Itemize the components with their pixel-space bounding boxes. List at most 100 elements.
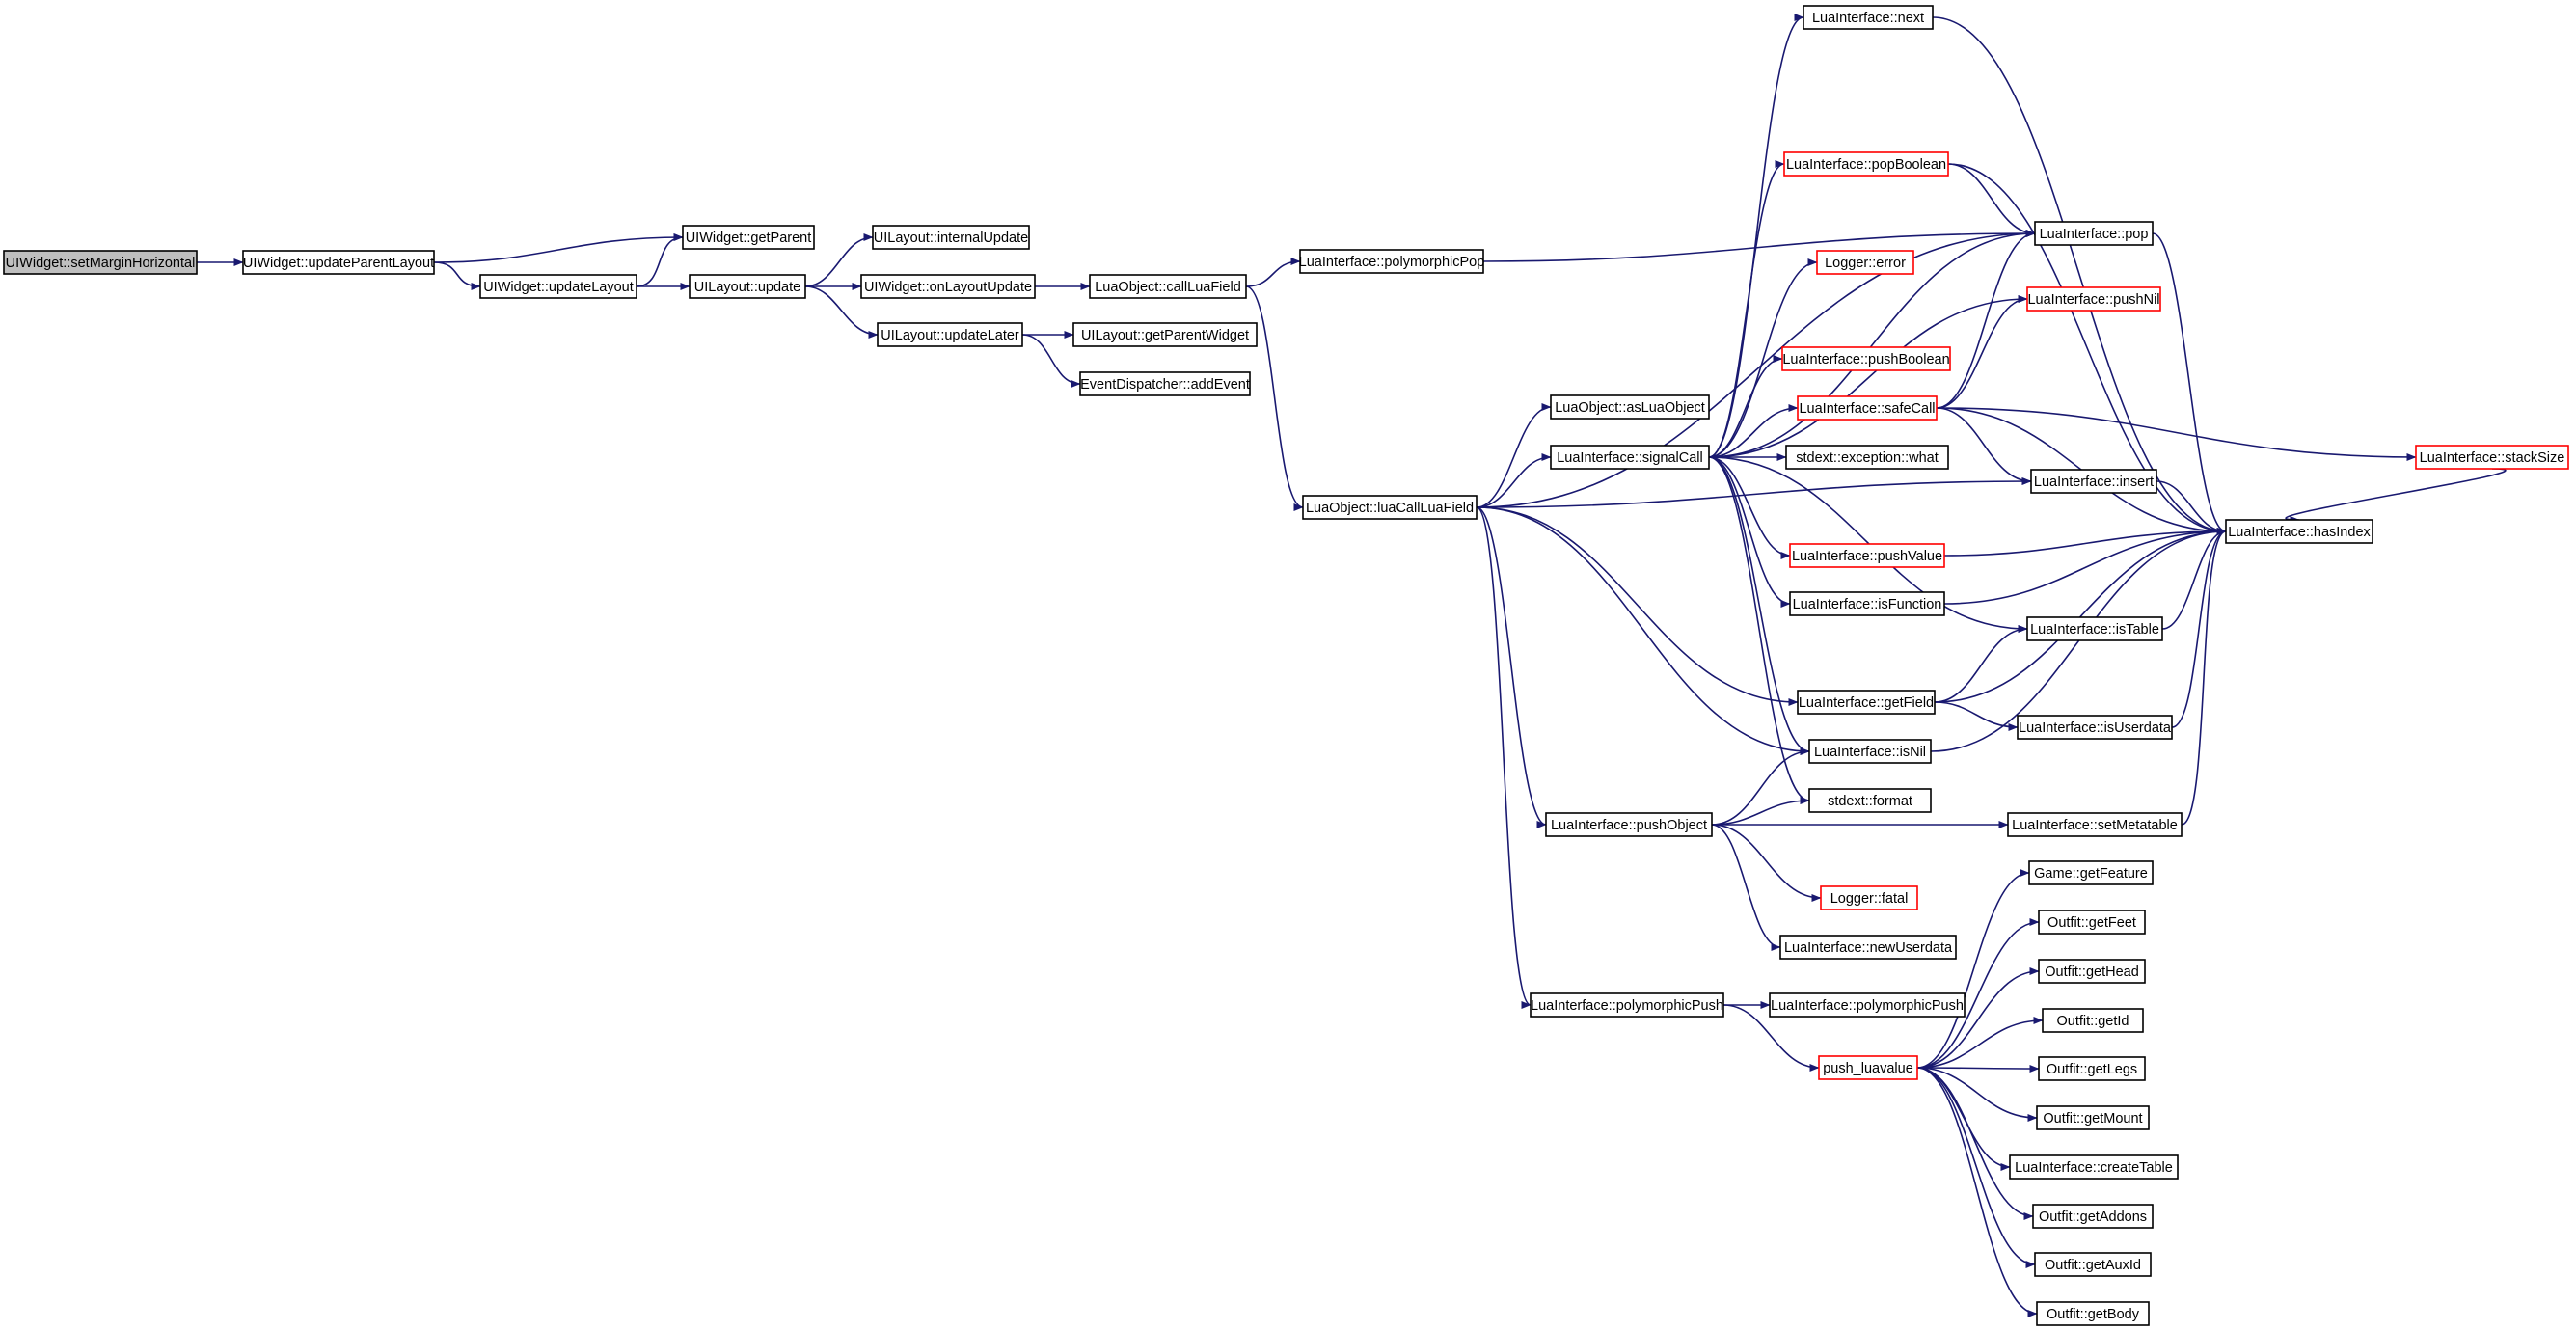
function-node[interactable]: LuaInterface::pushValue bbox=[1789, 543, 1945, 568]
function-node[interactable]: LuaInterface::stackSize bbox=[2415, 445, 2569, 470]
function-node[interactable]: LuaInterface::pushObject bbox=[1545, 812, 1713, 837]
call-edge bbox=[1476, 506, 1532, 1009]
node-label: UILayout::updateLater bbox=[881, 328, 1019, 343]
function-node[interactable]: Logger::error bbox=[1816, 250, 1914, 275]
function-node[interactable]: UIWidget::getParent bbox=[682, 225, 815, 250]
function-node[interactable]: Outfit::getMount bbox=[2036, 1105, 2150, 1130]
node-label: UIWidget::updateParentLayout bbox=[243, 256, 434, 271]
function-node[interactable]: LuaInterface::pushBoolean bbox=[1781, 346, 1951, 371]
call-edge bbox=[1943, 528, 2227, 605]
call-edge bbox=[2152, 232, 2227, 535]
function-node[interactable]: LuaInterface::polymorphicPop bbox=[1299, 249, 1485, 274]
node-label: LuaInterface::isFunction bbox=[1793, 597, 1942, 612]
function-node[interactable]: UILayout::internalUpdate bbox=[872, 225, 1030, 250]
function-node[interactable]: LuaInterface::insert bbox=[2030, 469, 2157, 494]
node-box bbox=[1783, 151, 1949, 177]
function-node[interactable]: LuaInterface::signalCall bbox=[1550, 445, 1710, 470]
call-edge bbox=[1916, 1067, 2036, 1268]
function-node[interactable]: Outfit::getAuxId bbox=[2034, 1252, 2152, 1277]
function-node[interactable]: LuaInterface::isTable bbox=[2026, 616, 2163, 641]
function-node[interactable]: EventDispatcher::addEvent bbox=[1079, 371, 1251, 396]
function-node[interactable]: UILayout::getParentWidget bbox=[1072, 322, 1258, 347]
function-node[interactable]: Outfit::getFeet bbox=[2038, 910, 2146, 935]
node-label: LuaInterface::next bbox=[1812, 11, 1924, 26]
function-node[interactable]: Outfit::getHead bbox=[2038, 959, 2146, 984]
function-node[interactable]: Outfit::getBody bbox=[2036, 1301, 2150, 1326]
node-box bbox=[1808, 739, 1932, 764]
node-label: LuaInterface::isNil bbox=[1814, 745, 1926, 760]
call-edge bbox=[1708, 404, 1799, 458]
node-label: UILayout::getParentWidget bbox=[1081, 328, 1249, 343]
function-node[interactable]: LuaInterface::safeCall bbox=[1797, 395, 1938, 421]
function-node[interactable]: LuaInterface::getField bbox=[1797, 690, 1936, 715]
node-label: LuaInterface::insert bbox=[2034, 475, 2154, 490]
function-node[interactable]: LuaObject::asLuaObject bbox=[1550, 394, 1710, 420]
call-edge bbox=[1482, 230, 2036, 262]
function-node[interactable]: LuaInterface::polymorphicPush bbox=[1530, 992, 1724, 1018]
function-node[interactable]: LuaObject::callLuaField bbox=[1089, 274, 1247, 299]
node-label: Outfit::getLegs bbox=[2047, 1062, 2137, 1077]
node-label: LuaInterface::createTable bbox=[2015, 1160, 2173, 1176]
node-box bbox=[1550, 445, 1710, 470]
node-label: LuaInterface::getField bbox=[1799, 695, 1934, 711]
function-node[interactable]: UIWidget::setMarginHorizontal bbox=[3, 250, 198, 275]
node-box bbox=[1789, 591, 1945, 616]
function-node[interactable]: push_luavalue bbox=[1818, 1055, 1918, 1080]
function-node[interactable]: UIWidget::onLayoutUpdate bbox=[860, 274, 1036, 299]
call-edge bbox=[1943, 528, 2227, 557]
function-node[interactable]: UILayout::updateLater bbox=[877, 322, 1023, 347]
node-box bbox=[1072, 322, 1258, 347]
node-box bbox=[479, 274, 637, 299]
call-edge bbox=[2285, 468, 2507, 524]
function-node[interactable]: UIWidget::updateLayout bbox=[479, 274, 637, 299]
function-node[interactable]: Outfit::getAddons bbox=[2032, 1204, 2154, 1229]
function-node[interactable]: LuaInterface::pushNil bbox=[2026, 286, 2161, 312]
node-label: LuaInterface::pushValue bbox=[1792, 549, 1942, 564]
function-node[interactable]: LuaInterface::hasIndex bbox=[2225, 519, 2373, 544]
node-label: UIWidget::setMarginHorizontal bbox=[6, 256, 196, 271]
node-label: Outfit::getBody bbox=[2047, 1307, 2140, 1322]
node-box bbox=[1299, 249, 1484, 274]
function-node[interactable]: LuaObject::luaCallLuaField bbox=[1302, 495, 1478, 520]
call-edge bbox=[1947, 163, 2227, 535]
node-box bbox=[1545, 812, 1713, 837]
function-node[interactable]: stdext::format bbox=[1808, 788, 1932, 813]
function-node[interactable]: Outfit::getLegs bbox=[2038, 1056, 2146, 1081]
node-box bbox=[2415, 445, 2569, 470]
call-edge bbox=[1916, 1017, 2044, 1069]
function-node[interactable]: LuaInterface::pop bbox=[2034, 221, 2154, 246]
node-label: push_luavalue bbox=[1823, 1061, 1913, 1076]
function-node[interactable]: LuaInterface::createTable bbox=[2009, 1154, 2179, 1180]
call-edge bbox=[1936, 407, 2417, 461]
function-node[interactable]: UILayout::update bbox=[689, 274, 806, 299]
function-node[interactable]: LuaInterface::next bbox=[1803, 5, 1934, 30]
function-node[interactable]: Logger::fatal bbox=[1820, 885, 1918, 910]
function-node[interactable]: LuaInterface::isFunction bbox=[1789, 591, 1945, 616]
function-node[interactable]: stdext::exception::what bbox=[1785, 445, 1949, 470]
node-label: LuaInterface::pushObject bbox=[1551, 818, 1707, 833]
node-box bbox=[1779, 935, 1957, 960]
function-node[interactable]: LuaInterface::popBoolean bbox=[1783, 151, 1949, 177]
function-node[interactable]: LuaInterface::newUserdata bbox=[1779, 935, 1957, 960]
node-box bbox=[1302, 495, 1478, 520]
call-edge bbox=[1708, 230, 2036, 458]
function-node[interactable]: LuaInterface::setMetatable bbox=[2007, 812, 2183, 837]
function-node[interactable]: LuaInterface::isUserdata bbox=[2017, 715, 2173, 740]
node-box bbox=[2009, 1154, 2179, 1180]
function-node[interactable]: UIWidget::updateParentLayout bbox=[242, 250, 435, 275]
function-node[interactable]: Game::getFeature bbox=[2028, 860, 2154, 885]
function-node[interactable]: LuaInterface::polymorphicPush bbox=[1769, 992, 1966, 1018]
node-box bbox=[242, 250, 435, 275]
node-box bbox=[2042, 1008, 2144, 1033]
call-edge bbox=[1476, 506, 1547, 828]
call-edge bbox=[1245, 285, 1304, 511]
function-node[interactable]: LuaInterface::isNil bbox=[1808, 739, 1932, 764]
function-node[interactable]: Outfit::getId bbox=[2042, 1008, 2144, 1033]
call-edge bbox=[1476, 230, 2036, 508]
node-box bbox=[2036, 1301, 2150, 1326]
node-label: Outfit::getMount bbox=[2043, 1111, 2142, 1127]
node-box bbox=[1818, 1055, 1918, 1080]
node-box bbox=[2034, 1252, 2152, 1277]
node-box bbox=[2038, 910, 2146, 935]
